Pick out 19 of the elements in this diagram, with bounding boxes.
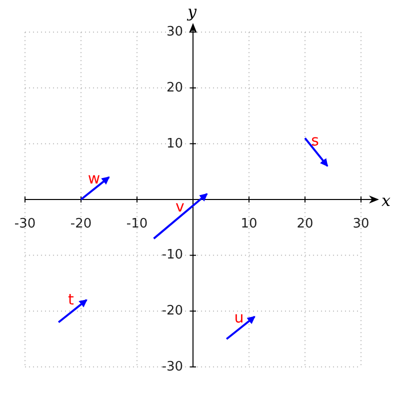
tick-label: -10: [162, 248, 183, 262]
tick-label: -10: [126, 218, 148, 230]
vector-label: v: [176, 200, 184, 214]
tick-label: 30: [352, 218, 370, 230]
tick-label: 10: [166, 138, 183, 150]
tick-label: -20: [162, 304, 183, 318]
tick-label: -20: [70, 218, 92, 230]
tick-label: 20: [296, 218, 314, 230]
tick-label: -30: [14, 218, 36, 230]
vector-label: s: [311, 134, 319, 148]
vector-label: w: [88, 172, 100, 186]
tick-label: -30: [162, 360, 183, 374]
tick-label: 10: [240, 218, 258, 230]
axis-label: x: [381, 193, 391, 209]
vector-label: u: [234, 310, 244, 326]
tick-label: 30: [166, 26, 183, 38]
tick-label: 20: [166, 82, 183, 94]
axis-label: y: [187, 4, 197, 20]
vector-label: t: [68, 292, 74, 308]
